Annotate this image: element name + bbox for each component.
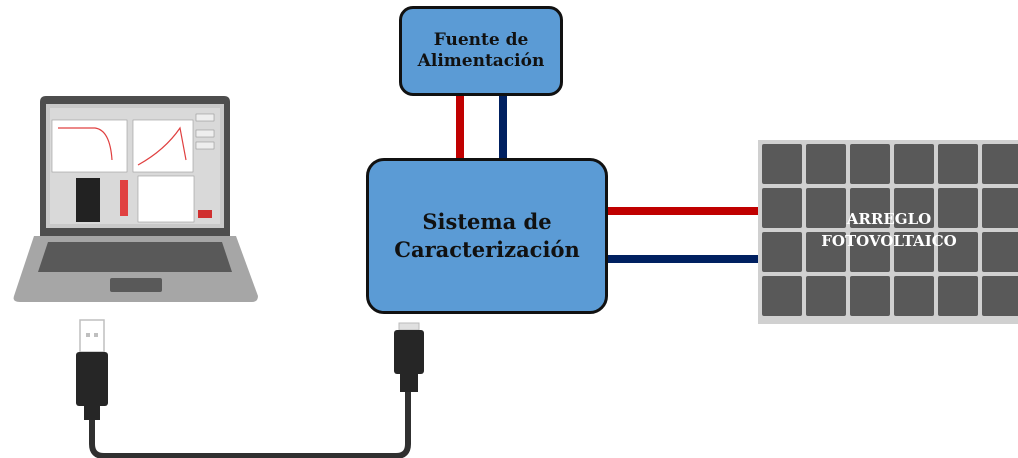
characterization-system-block: Sistema de Caracterización xyxy=(366,158,608,314)
usb-a-connector-icon xyxy=(76,319,108,420)
solar-cell xyxy=(762,144,802,184)
solar-cell xyxy=(894,232,934,272)
solar-panel-icon xyxy=(758,140,1018,324)
solar-cell xyxy=(850,144,890,184)
solar-cell xyxy=(894,276,934,316)
solar-cell xyxy=(894,188,934,228)
solar-cell xyxy=(938,232,978,272)
solar-cell xyxy=(806,276,846,316)
solar-cell xyxy=(894,144,934,184)
characterization-system-label: Sistema de Caracterización xyxy=(394,209,580,262)
solar-cell xyxy=(938,276,978,316)
solar-cell xyxy=(982,188,1018,228)
solar-cell xyxy=(850,232,890,272)
solar-cell xyxy=(806,188,846,228)
solar-cell xyxy=(850,276,890,316)
solar-cell xyxy=(982,276,1018,316)
pv-array-label: ARREGLO FOTOVOLTAICO xyxy=(821,210,957,250)
solar-cell xyxy=(762,232,802,272)
solar-cell xyxy=(938,144,978,184)
laptop-icon xyxy=(13,96,258,302)
solar-cell xyxy=(982,144,1018,184)
solar-cell xyxy=(938,188,978,228)
power-supply-label: Fuente de Alimentación xyxy=(417,30,545,71)
solar-cell xyxy=(762,188,802,228)
usb-cable xyxy=(89,392,411,458)
solar-cell xyxy=(850,188,890,228)
power-supply-block: Fuente de Alimentación xyxy=(399,6,563,96)
usb-b-connector-icon xyxy=(394,322,424,392)
solar-cell xyxy=(806,232,846,272)
solar-cell xyxy=(806,144,846,184)
solar-cell xyxy=(982,232,1018,272)
solar-cell xyxy=(762,276,802,316)
